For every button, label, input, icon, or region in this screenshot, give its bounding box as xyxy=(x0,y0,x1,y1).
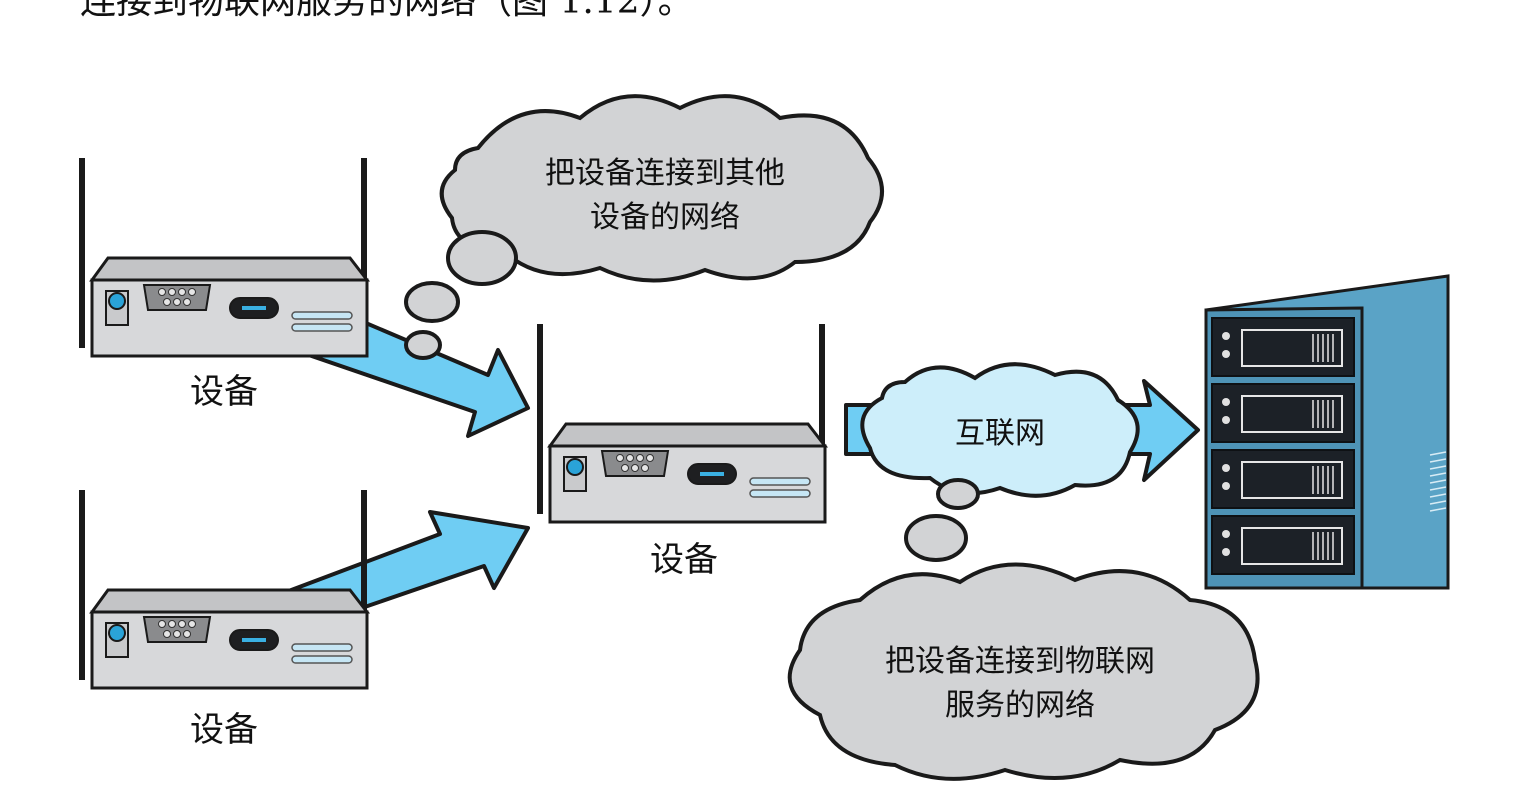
thought-cloud-bottom xyxy=(787,562,1260,781)
internet-text: 互联网 xyxy=(955,416,1045,451)
device-center xyxy=(540,324,825,522)
device-label-bottom-left: 设备 xyxy=(190,710,258,750)
arrow-bottom-device-to-center xyxy=(268,510,530,612)
cloud-top-text: 把设备连接到其他 设备的网络 xyxy=(500,152,830,240)
cloud-bottom-line-1: 把设备连接到物联网 xyxy=(885,644,1155,679)
device-label-center: 设备 xyxy=(650,540,718,580)
cloud-bottom-text: 把设备连接到物联网 服务的网络 xyxy=(840,640,1200,728)
device-top-left xyxy=(82,158,367,356)
cloud-bottom-line-2: 服务的网络 xyxy=(945,688,1095,723)
cloud-top-line-1: 把设备连接到其他 xyxy=(545,156,785,191)
internet-cloud xyxy=(860,362,1140,562)
server-tower xyxy=(1204,274,1450,590)
header-text: 连接到物联网服务的网络（图 1.12）。 xyxy=(80,0,694,22)
device-label-top-left: 设备 xyxy=(190,372,258,412)
cloud-top-line-2: 设备的网络 xyxy=(590,200,740,235)
thought-cloud-top xyxy=(404,94,884,360)
device-bottom-left xyxy=(82,490,367,688)
